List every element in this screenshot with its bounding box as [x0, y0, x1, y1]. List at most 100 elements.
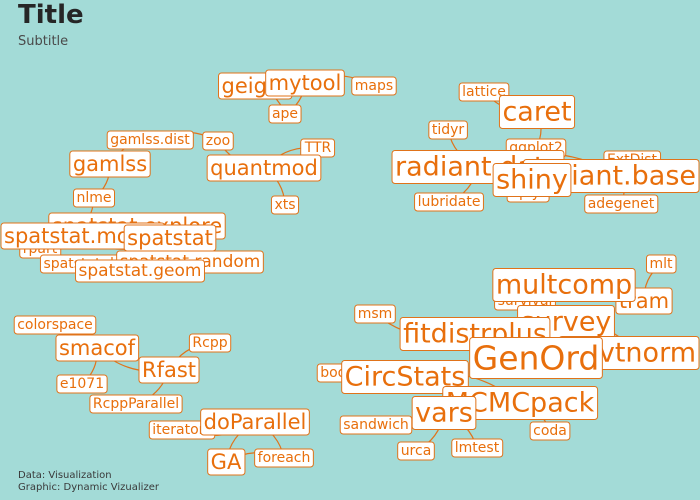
node-urca: urca [397, 441, 435, 461]
node-label-lubridate: lubridate [418, 194, 481, 210]
node-label-mytool: mytool [269, 71, 342, 95]
node-box-vars [411, 396, 477, 430]
caption-graphic: Graphic: Dynamic Vizualizer [18, 482, 159, 493]
node-label-lattice: lattice [462, 84, 506, 100]
node-smacof: smacof [55, 334, 140, 362]
node-zoo: zoo [202, 131, 234, 151]
node-adegenet: adegenet [584, 194, 659, 214]
node-mlt: mlt [645, 254, 677, 274]
node-label-doParallel: doParallel [204, 410, 307, 434]
node-label-gamlss.dist: gamlss.dist [110, 132, 190, 148]
node-box-quantmod [206, 154, 322, 182]
node-box-msm [354, 304, 396, 324]
node-box-doParallel [200, 408, 310, 436]
node-label-ape: ape [272, 106, 298, 122]
node-MCMCpack: MCMCpack [442, 386, 599, 420]
node-label-tidyr: tidyr [432, 122, 465, 138]
node-label-vars: vars [415, 398, 473, 429]
chart-title: Title [18, 0, 84, 30]
node-label-TTR: TTR [304, 140, 332, 156]
node-box-shiny [492, 163, 572, 197]
node-label-mlt: mlt [649, 256, 673, 272]
node-box-mytool [265, 69, 345, 97]
node-box-adegenet [584, 194, 659, 214]
node-lmtest: lmtest [451, 438, 504, 458]
caption-data: Data: Visualization [18, 470, 112, 481]
node-label-sandwich: sandwich [343, 417, 409, 433]
node-label-nlme: nlme [76, 190, 111, 206]
node-foreach: foreach [254, 448, 314, 468]
node-box-multcomp [492, 268, 636, 302]
node-GenOrd: GenOrd [469, 337, 603, 379]
node-box-CircStats [341, 360, 469, 394]
node-quantmod: quantmod [206, 154, 322, 182]
node-label-spatstat.geom: spatstat.geom [79, 261, 202, 281]
node-spatstat.geom: spatstat.geom [75, 259, 205, 283]
node-label-maps: maps [355, 78, 393, 94]
node-label-e1071: e1071 [60, 376, 104, 392]
node-box-lattice [458, 82, 510, 102]
node-e1071: e1071 [56, 374, 108, 394]
node-box-gamlss.dist [106, 130, 194, 150]
node-box-RcppParallel [89, 394, 183, 414]
node-label-foreach: foreach [258, 450, 311, 466]
node-coda: coda [529, 421, 571, 441]
node-mytool: mytool [265, 69, 345, 97]
node-box-spatstat [123, 224, 217, 252]
node-box-lmtest [451, 438, 504, 458]
node-label-xts: xts [274, 197, 295, 213]
node-label-Rcpp: Rcpp [192, 335, 227, 351]
node-msm: msm [354, 304, 396, 324]
node-box-gamlss [69, 150, 151, 178]
node-gamlss.dist: gamlss.dist [106, 130, 194, 150]
node-box-caret [498, 95, 576, 129]
node-box-spatstat.geom [75, 259, 205, 283]
node-box-xts [270, 195, 300, 215]
node-label-shiny: shiny [496, 165, 568, 196]
node-lattice: lattice [458, 82, 510, 102]
node-TTR: TTR [300, 138, 336, 158]
node-sandwich: sandwich [339, 415, 413, 435]
node-box-ape [268, 104, 302, 124]
node-Rfast: Rfast [138, 356, 200, 384]
node-doParallel: doParallel [200, 408, 310, 436]
node-colorspace: colorspace [13, 315, 97, 335]
node-box-GA [207, 448, 246, 476]
node-box-nlme [72, 188, 116, 208]
node-ape: ape [268, 104, 302, 124]
node-label-spatstat: spatstat [127, 226, 213, 250]
node-label-caret: caret [502, 97, 571, 128]
node-label-RcppParallel: RcppParallel [93, 396, 179, 412]
node-box-zoo [202, 131, 234, 151]
node-box-smacof [55, 334, 140, 362]
node-label-urca: urca [401, 443, 432, 459]
node-label-GenOrd: GenOrd [473, 339, 600, 378]
node-box-tidyr [428, 120, 468, 140]
node-tidyr: tidyr [428, 120, 468, 140]
node-lubridate: lubridate [414, 192, 484, 212]
node-label-GA: GA [211, 450, 242, 474]
node-label-lmtest: lmtest [455, 440, 500, 456]
node-box-mlt [645, 254, 677, 274]
node-caret: caret [498, 95, 576, 129]
node-box-GenOrd [469, 337, 603, 379]
node-box-maps [351, 76, 397, 96]
node-label-coda: coda [533, 423, 567, 439]
node-GA: GA [207, 448, 246, 476]
node-label-gamlss: gamlss [73, 152, 147, 176]
node-label-smacof: smacof [59, 336, 136, 360]
node-box-lubridate [414, 192, 484, 212]
node-nlme: nlme [72, 188, 116, 208]
node-xts: xts [270, 195, 300, 215]
node-box-Rfast [138, 356, 200, 384]
node-tram: tram [615, 287, 673, 315]
node-label-quantmod: quantmod [210, 156, 318, 180]
node-box-e1071 [56, 374, 108, 394]
node-label-iterators: iterators [152, 422, 211, 438]
node-iterators: iterators [148, 420, 216, 440]
node-label-adegenet: adegenet [588, 196, 655, 212]
node-gamlss: gamlss [69, 150, 151, 178]
node-label-msm: msm [358, 306, 393, 322]
node-shiny: shiny [492, 163, 572, 197]
